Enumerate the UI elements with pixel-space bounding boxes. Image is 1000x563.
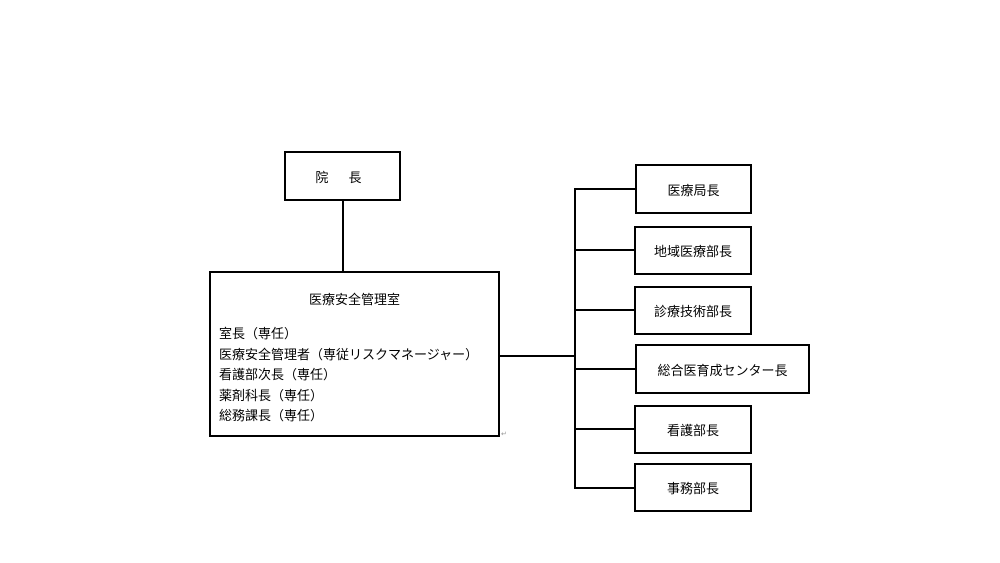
department-box-medical-bureau: 医療局長 [635,164,752,214]
department-trunk-line [574,188,576,489]
safety-office-box: 医療安全管理室 室長（専任） 医療安全管理者（専従リスクマネージャー） 看護部次… [209,271,500,437]
safety-office-member: 総務課長（専任） [219,409,324,424]
department-box-clinical-technology: 診療技術部長 [634,286,752,335]
department-box-community-medicine: 地域医療部長 [634,226,752,275]
safety-office-member: 薬剤科長（専任） [219,388,324,404]
department-label: 総合医育成センター長 [657,363,788,379]
department-box-administration: 事務部長 [634,463,752,512]
department-box-nursing: 看護部長 [634,405,752,454]
branch-line-2 [574,249,635,251]
branch-line-6 [574,487,635,489]
department-box-general-physician-center: 総合医育成センター長 [635,344,810,394]
branch-line-1 [574,188,636,190]
branch-line-3 [574,309,635,311]
branch-line-4 [574,368,636,370]
safety-office-member: 看護部次長（専任） [219,368,337,383]
director-box: 院 長 [284,151,401,201]
director-label: 院 長 [315,170,370,186]
department-label: 診療技術部長 [653,305,732,320]
department-label: 看護部長 [666,424,719,439]
department-label: 医療局長 [667,183,720,199]
department-label: 事務部長 [666,482,719,497]
paragraph-mark: ↵ [501,430,507,438]
director-to-office-line [342,200,344,272]
branch-line-5 [574,428,635,430]
department-label: 地域医療部長 [653,245,732,260]
office-to-trunk-line [499,355,575,357]
safety-office-member: 医療安全管理者（専従リスクマネージャー） [219,347,479,363]
safety-office-member: 室長（専任） [219,327,298,342]
safety-office-member-list: 室長（専任） 医療安全管理者（専従リスクマネージャー） 看護部次長（専任） 薬剤… [219,325,478,428]
safety-office-title: 医療安全管理室 [308,293,400,308]
